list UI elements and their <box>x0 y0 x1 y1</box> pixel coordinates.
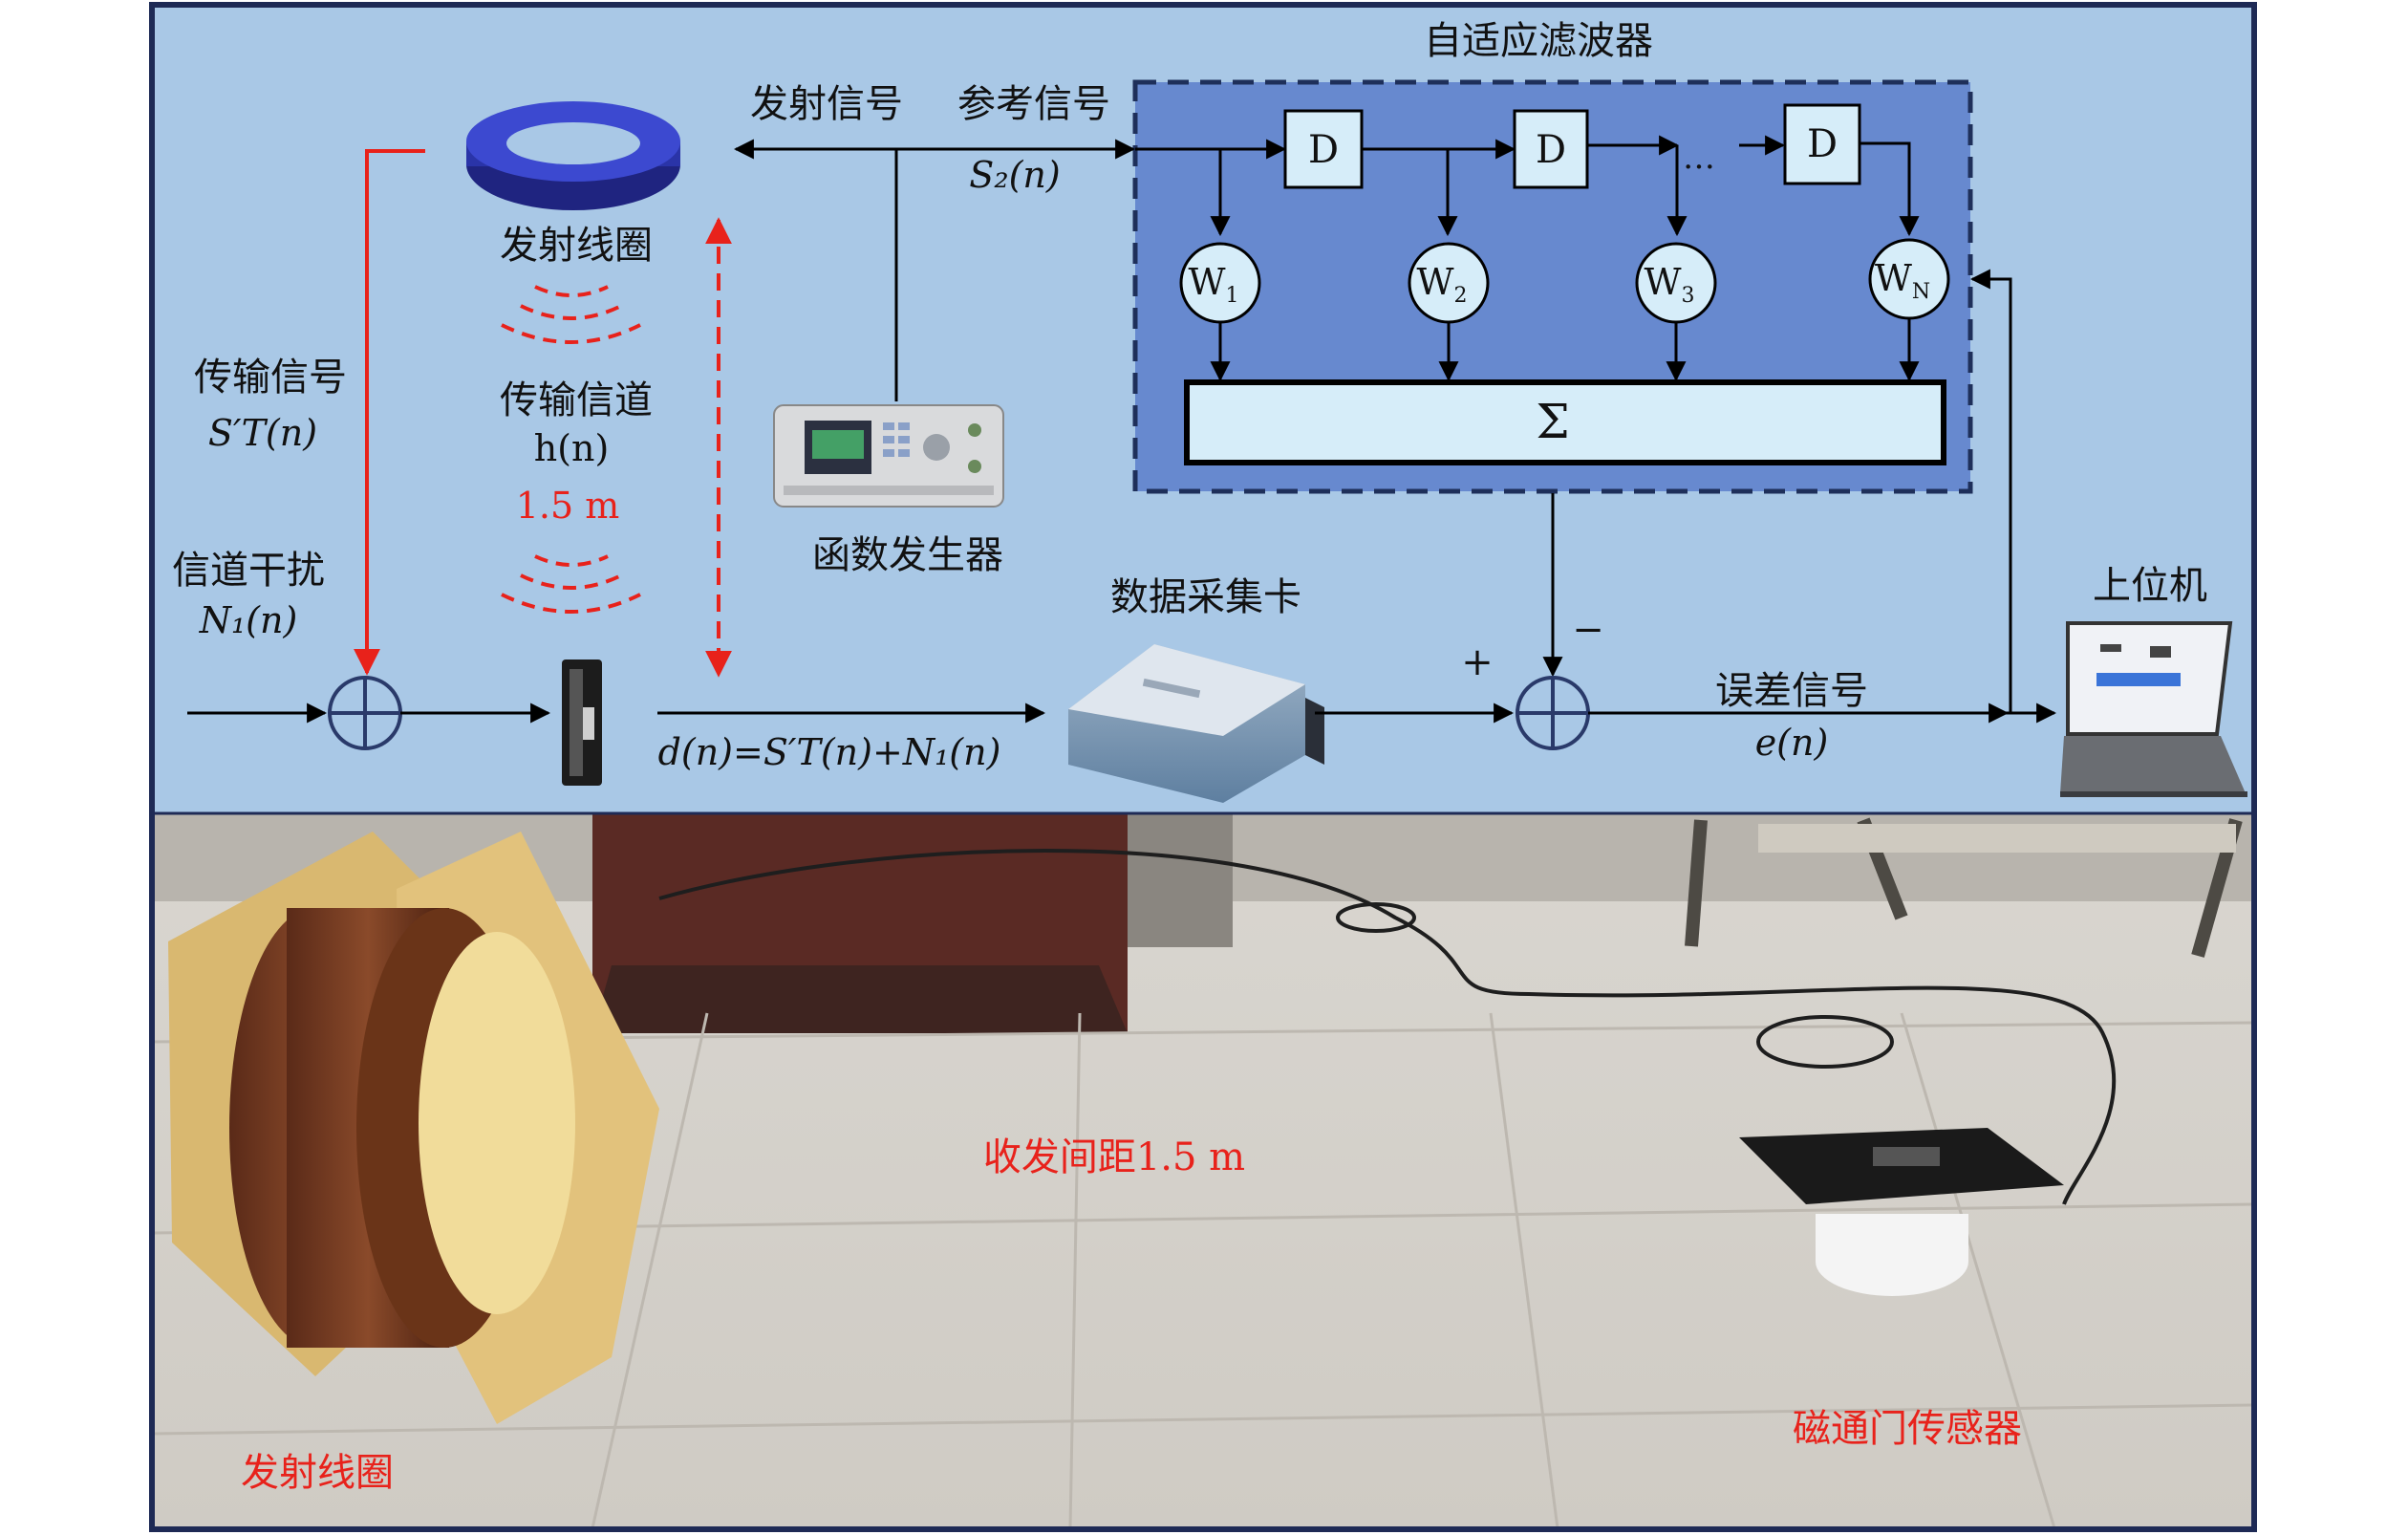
photo-panel <box>152 813 2254 1529</box>
weight-drop-4 <box>1860 141 1920 237</box>
daq-card-image <box>1068 644 1324 803</box>
measured-formula: d(n)=S′T(n)+N₁(n) <box>658 731 1001 773</box>
error-signal-label: 误差信号 <box>1715 669 1868 713</box>
transfer-signal-label: 传输信号 <box>194 356 347 400</box>
wave-arcs-lower <box>501 554 641 614</box>
svg-text:W2: W2 <box>1416 261 1467 308</box>
delay-label-1: D <box>1308 128 1339 172</box>
distance-label: 1.5 m <box>516 485 620 527</box>
function-generator-image <box>773 404 1004 508</box>
host-computer-label: 上位机 <box>2093 564 2207 608</box>
error-formula: e(n) <box>1755 722 1829 764</box>
interference-formula: N₁(n) <box>199 599 298 641</box>
transfer-signal-line <box>354 149 425 676</box>
transfer-formula: S′T(n) <box>208 412 317 454</box>
function-generator-label: 函数发生器 <box>812 533 1003 577</box>
transmit-coil-image <box>466 101 680 210</box>
weight-node-n: WN <box>1868 238 1950 320</box>
minus-sign: − <box>1572 608 1604 652</box>
transmit-coil-label: 发射线圈 <box>500 224 653 268</box>
figure-frame <box>149 2 2257 1532</box>
delay-block-2 <box>1513 109 1589 189</box>
svg-text:W1: W1 <box>1188 261 1238 308</box>
weight-node-2: W2 <box>1408 242 1490 324</box>
tap-ellipsis: … <box>1683 139 1715 177</box>
svg-text:W3: W3 <box>1644 261 1694 308</box>
adder-node-1 <box>328 676 402 750</box>
daq-card-label: 数据采集卡 <box>1110 575 1301 619</box>
host-computer-image <box>2060 621 2247 797</box>
photo-sensor-label: 磁通门传感器 <box>1793 1407 2022 1451</box>
weight-node-3: W3 <box>1635 242 1717 324</box>
feedback-line <box>1969 269 2012 713</box>
channel-formula: h(n) <box>534 427 610 469</box>
transmit-signal-label: 发射信号 <box>750 82 903 126</box>
reference-signal-label: 参考信号 <box>957 82 1110 126</box>
summation-symbol: Σ <box>1536 394 1569 449</box>
photo-coil-label: 发射线圈 <box>241 1451 394 1495</box>
delay-block-3 <box>1783 103 1861 185</box>
delay-label-3: D <box>1807 122 1838 166</box>
interference-label: 信道干扰 <box>172 549 325 593</box>
reference-formula: S₂(n) <box>969 154 1060 196</box>
transfer-channel-label: 传输信道 <box>500 378 653 422</box>
wave-arcs-upper <box>501 285 641 344</box>
weight-node-1: W1 <box>1179 242 1261 324</box>
subtractor-node <box>1516 676 1590 750</box>
plus-sign: + <box>1461 640 1494 684</box>
adaptive-filter-title: 自适应滤波器 <box>1424 19 1653 63</box>
delay-label-2: D <box>1536 128 1566 172</box>
spacing-label: 收发间距1.5 m <box>983 1135 1245 1179</box>
sensor-probe-image <box>562 659 602 786</box>
summation-block <box>1184 379 1946 465</box>
svg-text:WN: WN <box>1875 257 1930 304</box>
